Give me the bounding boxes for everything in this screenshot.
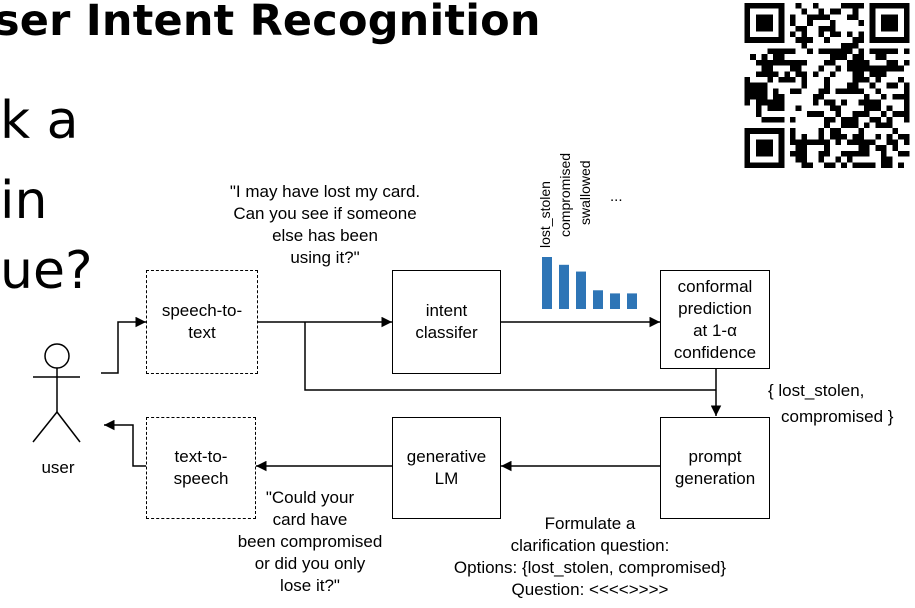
text-to-speech-label-2: speech: [173, 469, 229, 488]
user-label: user: [41, 458, 75, 477]
histogram-bar: [610, 293, 620, 309]
response-quote: "Could your card have been compromised o…: [225, 487, 395, 597]
prompt-template-line-4: Question: <<<<>>>>: [511, 580, 669, 599]
generative-lm-label-2: LM: [434, 469, 459, 488]
text-to-speech-label-1: text-to-: [174, 447, 228, 466]
slide-title: ser Intent Recognition: [0, 0, 541, 46]
prompt-generation-label-1: prompt: [688, 447, 742, 466]
speech-to-text-box: speech-to-text: [146, 270, 258, 374]
arrow-tts-to-user: [104, 419, 146, 467]
prediction-set-line-1: { lost_stolen,: [768, 381, 865, 400]
histogram-label-swallowed: swallowed: [577, 160, 593, 225]
intent-classifier-box: intent classifer: [392, 270, 501, 374]
user-quote-line-4: using it?": [290, 248, 360, 267]
background-text-line-2: in: [0, 171, 48, 231]
histogram-bar: [559, 264, 569, 309]
user-quote: "I may have lost my card. Can you see if…: [190, 181, 460, 269]
arrow-text-to-prompt: [304, 322, 716, 391]
user-quote-line-1: "I may have lost my card.: [229, 182, 421, 201]
intent-histogram: [542, 257, 637, 309]
conformal-label-4: confidence: [673, 342, 757, 362]
response-quote-line-5: lose it?": [280, 576, 340, 595]
histogram-ellipsis: ...: [610, 188, 623, 205]
speech-to-text-label-2: text: [188, 323, 216, 342]
conformal-label-3: at 1-α: [693, 320, 737, 340]
conformal-label-1: conformal: [677, 276, 753, 296]
qr-code-icon: [744, 3, 910, 168]
prediction-set-line-2: compromised }: [781, 407, 894, 426]
histogram-bar: [593, 290, 603, 309]
conformal-label-2: prediction: [678, 298, 752, 318]
user-quote-line-2: Can you see if someone: [233, 204, 417, 223]
user-quote-line-3: else has been: [272, 226, 378, 245]
arrow-user-to-stt: [101, 316, 146, 374]
background-text-line-1: k a: [0, 91, 79, 151]
user-stick-figure-icon: [32, 343, 81, 443]
response-quote-line-3: been compromised: [237, 532, 383, 551]
prompt-template-line-1: Formulate a: [544, 514, 636, 533]
histogram-label-lost-stolen: lost_stolen: [537, 181, 553, 248]
text-to-speech-box: text-to-speech: [146, 417, 256, 519]
background-text-line-3: ue?: [0, 241, 93, 301]
histogram-bar: [627, 293, 637, 309]
response-quote-line-2: card have: [272, 510, 348, 529]
intent-classifier-label-2: classifer: [415, 323, 478, 342]
prompt-generation-box: prompt generation: [660, 417, 770, 519]
response-quote-line-1: "Could your: [265, 488, 355, 507]
prompt-template: Formulate a clarification question: Opti…: [420, 513, 760, 601]
prompt-template-line-3: Options: {lost_stolen, compromised}: [453, 558, 727, 577]
generative-lm-label-1: generative: [406, 447, 487, 466]
histogram-label-compromised: compromised: [557, 152, 573, 237]
prompt-generation-label-2: generation: [674, 469, 756, 488]
prompt-template-line-2: clarification question:: [510, 536, 670, 555]
histogram-bar: [542, 257, 552, 309]
speech-to-text-label-1: speech-to-: [161, 301, 243, 320]
intent-classifier-label-1: intent: [425, 301, 468, 320]
response-quote-line-4: or did you only: [254, 554, 366, 573]
histogram-bar: [576, 271, 586, 309]
